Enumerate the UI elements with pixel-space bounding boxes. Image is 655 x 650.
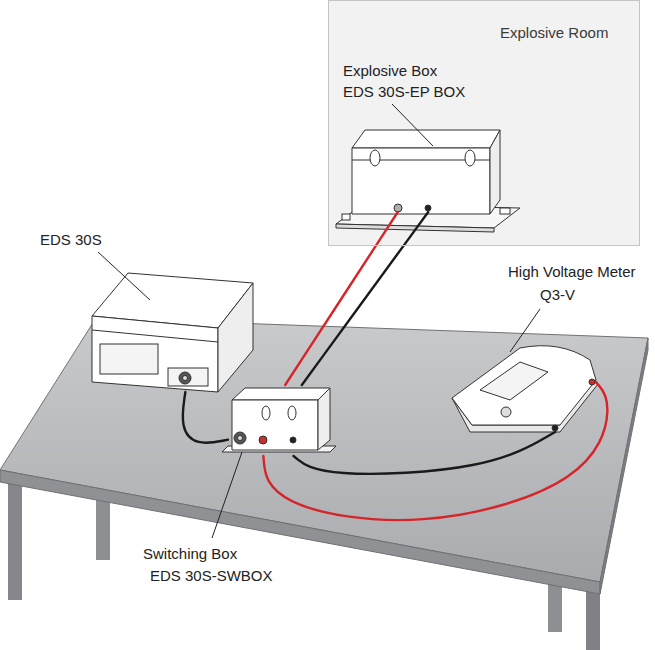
control-unit-drawing-part [183,376,188,381]
explosive-box-drawing-part [490,130,500,214]
model-number-holder: EDS 30S-SWBOX [150,567,273,585]
control-unit-drawing-part [168,368,208,386]
room-label: Explosive Room [500,24,608,41]
table-part [0,470,600,594]
explosive-box: Explosive BoxEDS 30S-EP BOX [345,110,505,212]
switching-box-drawing-part [318,388,330,450]
switching-box-drawing-part [288,406,296,420]
model-number: EDS 30S-SWBOX [150,567,273,584]
control-unit-drawing-part [92,330,218,342]
switching-box-drawing-part [232,400,318,450]
cable [294,432,556,474]
table-part [600,338,648,594]
cable [285,212,398,385]
control-unit-drawing-part [92,316,218,392]
control-unit-drawing [92,273,253,392]
room-label-holder: Explosive Room [500,24,608,42]
switching-box-drawing-part [290,437,296,443]
voltage-meter: High Voltage MeterQ3-V [450,345,596,432]
voltage-meter-drawing-part [589,379,595,385]
leader-line [98,104,540,538]
control-unit: EDS 30S [92,270,253,392]
room-background-part [328,0,640,246]
switching-box-drawing-part [238,436,243,441]
part-name-holder: EDS 30S [40,231,102,249]
table-part [8,478,22,600]
explosive-box-drawing-part [465,150,475,166]
switching-box-drawing [222,388,336,452]
switching-box-drawing-part [234,432,246,444]
voltage-meter-drawing-part [501,407,511,417]
explosive-box-drawing-part [342,214,350,220]
part-name-holder: Switching Box [143,545,237,563]
cable [183,392,228,443]
switching-box: Switching BoxEDS 30S-SWBOX [228,385,332,456]
voltage-meter-drawing-part [452,346,596,425]
part-name: Explosive Box [343,62,437,79]
part-name-holder: Explosive Box [343,62,437,80]
leader-line-part [212,452,242,538]
voltage-meter-drawing [452,346,598,432]
leader-line-part [98,252,150,300]
part-name: High Voltage Meter [508,263,636,280]
leader-line-part [392,104,433,146]
room-background [328,0,640,246]
explosive-box-drawing-part [394,204,402,212]
explosive-box-drawing-part [500,208,510,214]
model-number-holder: Q3-V [540,286,575,304]
part-name: EDS 30S [40,231,102,248]
table-part [586,588,600,650]
room-region: Explosive BoxEDS 30S-EP BOXExplosive Roo… [328,0,640,246]
model-number: EDS 30S-EP BOX [343,83,465,100]
explosive-box-drawing-part [370,150,380,166]
control-unit-drawing-part [218,283,253,392]
control-unit-drawing-part [179,372,191,384]
switching-box-drawing-part [262,406,270,420]
explosive-box-drawing [336,130,520,232]
part-name: Switching Box [143,545,237,562]
leader-line-part [510,309,540,352]
part-name-holder: High Voltage Meter [508,263,636,281]
switching-box-drawing-part [259,436,267,444]
voltage-meter-drawing-part [480,362,548,400]
switching-box-drawing-part [232,388,330,400]
explosive-box-drawing-part [425,205,431,211]
voltage-meter-drawing-part [552,425,558,431]
model-number: Q3-V [540,286,575,303]
cable [302,212,428,385]
model-number-holder: EDS 30S-EP BOX [343,83,465,101]
control-unit-drawing-part [100,344,158,374]
cable [263,382,607,520]
explosive-box-drawing-part [352,148,490,214]
